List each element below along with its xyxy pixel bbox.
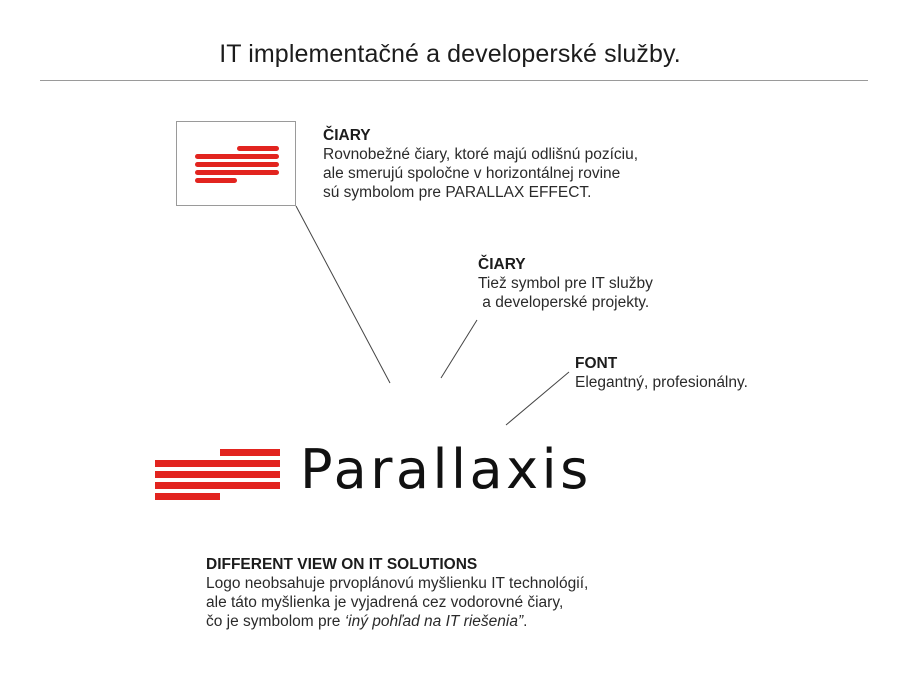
note-text: . <box>523 613 528 630</box>
note-line-last: čo je symbolom pre ‘iný pohľad na IT rie… <box>206 612 588 631</box>
note-line: ale smerujú spoločne v horizontálnej rov… <box>323 165 621 182</box>
connector-font-note <box>505 371 570 426</box>
note-heading: FONT <box>575 355 618 372</box>
parallel-lines-logo-icon <box>155 449 280 500</box>
note-line: Elegantný, profesionálny. <box>575 374 748 391</box>
note-line: ale táto myšlienka je vyjadrená cez vodo… <box>206 594 564 611</box>
note-line: a developerské projekty. <box>478 294 650 311</box>
note-text: čo je symbolom pre <box>206 613 345 630</box>
icon-frame <box>176 121 296 206</box>
header-divider <box>40 80 868 81</box>
note-lines-it: ČIARY Tiež symbol pre IT služby a develo… <box>478 255 653 312</box>
note-line: Tiež symbol pre IT služby <box>478 275 653 292</box>
note-lines-parallax: ČIARY Rovnobežné čiary, ktoré majú odliš… <box>323 126 638 202</box>
note-heading: ČIARY <box>478 256 526 273</box>
note-different-view: DIFFERENT VIEW ON IT SOLUTIONS Logo neob… <box>206 555 588 631</box>
note-italic-phrase: ‘iný pohľad na IT riešenia” <box>344 613 524 630</box>
page-title: IT implementačné a developerské služby. <box>219 40 681 68</box>
note-heading: DIFFERENT VIEW ON IT SOLUTIONS <box>206 556 478 573</box>
note-line: Rovnobežné čiary, ktoré majú odlišnú poz… <box>323 146 639 163</box>
note-line: Logo neobsahuje prvoplánovú myšlienku IT… <box>206 575 589 592</box>
connector-lines-note <box>440 319 478 379</box>
parallel-lines-icon <box>195 146 279 183</box>
note-heading: ČIARY <box>323 127 371 144</box>
logo-wordmark: Parallaxis <box>300 438 592 501</box>
note-font: FONT Elegantný, profesionálny. <box>575 354 748 392</box>
note-line: sú symbolom pre PARALLAX EFFECT. <box>323 184 592 201</box>
connector-icon-to-logo <box>295 205 391 384</box>
